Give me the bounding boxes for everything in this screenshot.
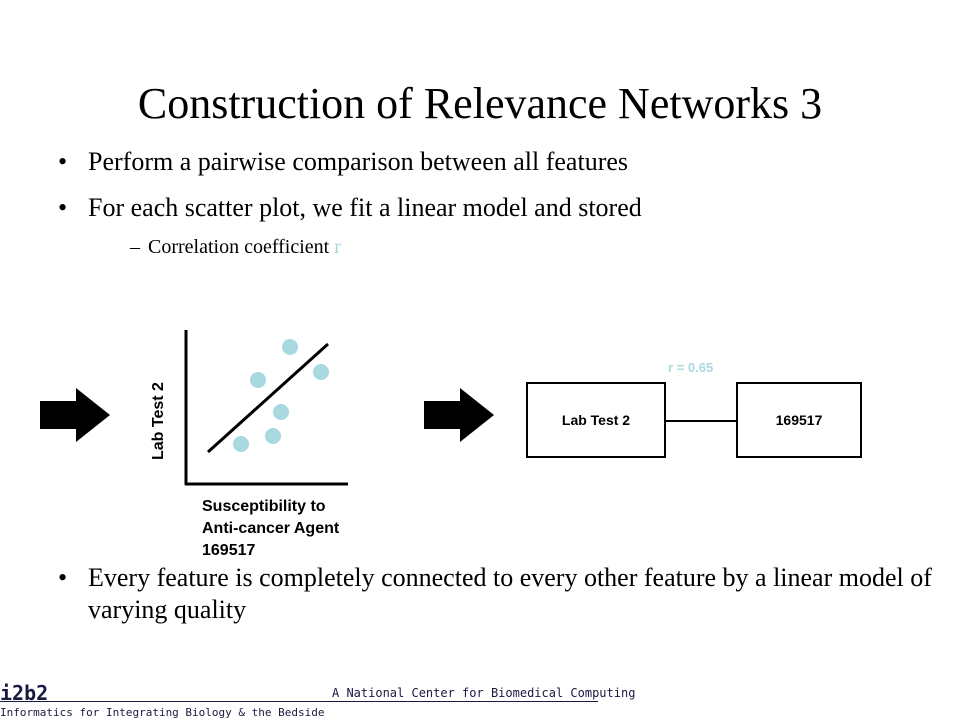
scatter-y-label: Lab Test 2 bbox=[150, 382, 167, 460]
right-arrow-icon bbox=[40, 388, 110, 442]
bullet-dot: • bbox=[58, 193, 68, 222]
sub-bullet-text: Correlation coefficient bbox=[148, 236, 335, 258]
footer-center-text: A National Center for Biomedical Computi… bbox=[332, 686, 636, 700]
sub-bullet: –Correlation coefficient r bbox=[130, 234, 341, 260]
footer-divider bbox=[0, 701, 598, 702]
footer-branding: i2b2 Informatics for Integrating Biology… bbox=[0, 682, 325, 720]
network-node-right: 169517 bbox=[736, 382, 862, 458]
bullet-item: • Perform a pairwise comparison between … bbox=[58, 146, 628, 178]
fit-line bbox=[206, 342, 330, 454]
sub-bullet-accent: r bbox=[334, 236, 341, 258]
scatter-point bbox=[250, 372, 266, 388]
scatter-point bbox=[265, 428, 281, 444]
logo-subtitle: Informatics for Integrating Biology & th… bbox=[0, 706, 325, 719]
right-arrow-icon bbox=[424, 388, 494, 442]
bullet-item: • Every feature is completely connected … bbox=[58, 562, 960, 626]
i2b2-logo: i2b2 bbox=[0, 681, 49, 705]
scatter-point bbox=[233, 436, 249, 452]
bullet-dot: • bbox=[58, 563, 68, 592]
bullet-text: Perform a pairwise comparison between al… bbox=[88, 147, 629, 176]
bullet-dot: • bbox=[58, 147, 68, 176]
scatter-point bbox=[313, 364, 329, 380]
bullet-item: • For each scatter plot, we fit a linear… bbox=[58, 192, 642, 224]
bullet-text: Every feature is completely connected to… bbox=[88, 563, 932, 624]
scatter-point bbox=[282, 339, 298, 355]
slide-title: Construction of Relevance Networks 3 bbox=[137, 79, 823, 128]
network-node-left: Lab Test 2 bbox=[526, 382, 666, 458]
scatter-x-label: Susceptibility to Anti-cancer Agent 1695… bbox=[202, 498, 340, 559]
network-edge bbox=[666, 420, 736, 422]
sub-bullet-dash: – bbox=[130, 236, 140, 258]
scatter-point bbox=[273, 404, 289, 420]
scatter-plot bbox=[184, 330, 348, 486]
edge-label: r = 0.65 bbox=[668, 360, 714, 375]
bullet-text: For each scatter plot, we fit a linear m… bbox=[88, 193, 642, 222]
